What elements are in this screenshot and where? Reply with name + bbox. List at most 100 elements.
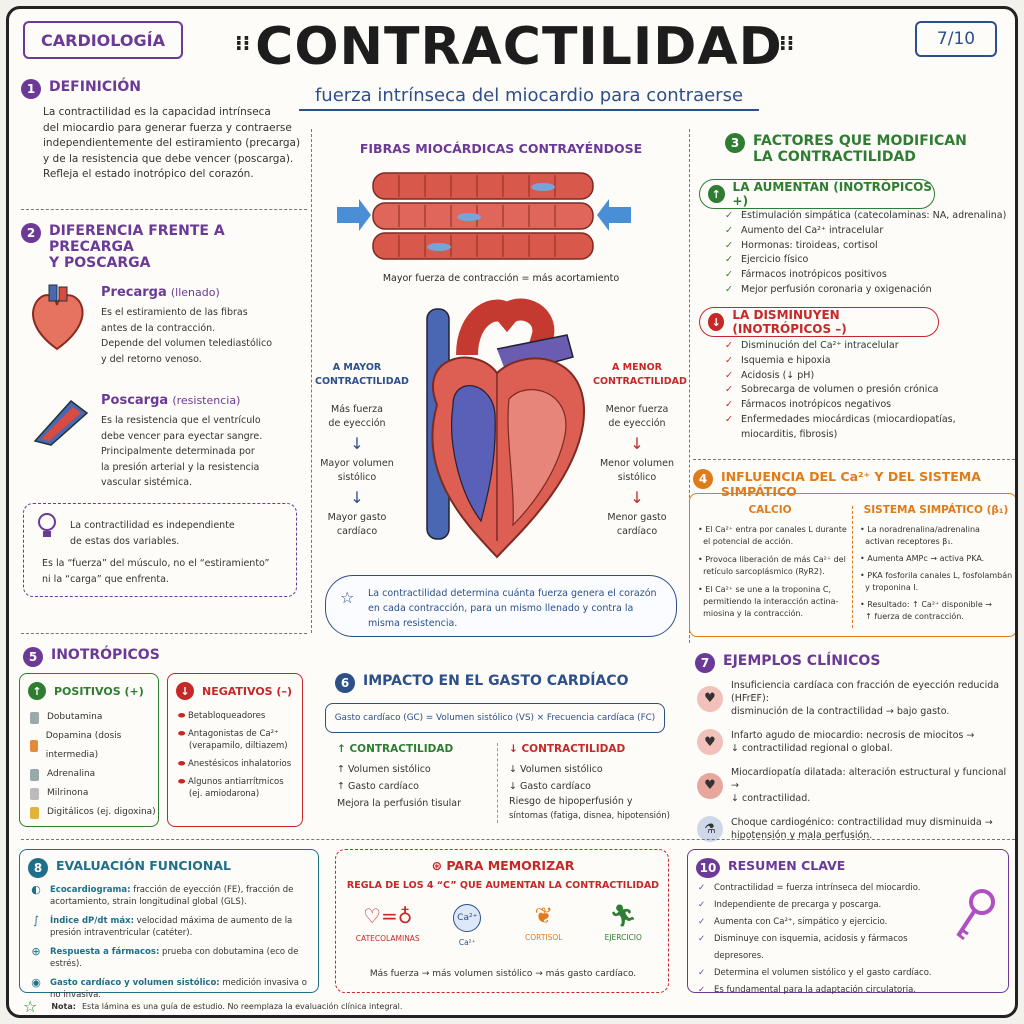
gasto-up-column: ↑ CONTRACTILIDAD ↑ Volumen sistólico↑ Ga… — [337, 743, 462, 809]
section-title: DEFINICIÓN — [49, 79, 141, 95]
pill-icon: ⬬ — [178, 711, 186, 721]
arrow-up-icon: ↑ — [28, 682, 46, 700]
myocardial-fibers-illustration — [337, 172, 631, 260]
decrease-factors-label: ↓LA DISMINUYEN (INOTRÓPICOS –) — [699, 307, 939, 337]
adrenal-icon: ♡=♁ — [363, 904, 413, 928]
text-line: Depende del volumen telediastólico — [101, 338, 273, 349]
summary-list: Contractilidad = fuerza intrínseca del m… — [698, 880, 948, 999]
positive-inotropes-list: Dobutamina Dopamina (dosis intermedia) A… — [30, 708, 158, 822]
decrease-factors-list: Disminución del Ca²⁺ intracelularIsquemi… — [725, 339, 1015, 443]
section-number: 1 — [21, 79, 41, 99]
text-line: Principalmente determinada por — [101, 446, 255, 457]
fibers-title: FIBRAS MIOCÁRDICAS CONTRAYÉNDOSE — [359, 141, 643, 156]
text-line: Es el estiramiento de las fibras — [101, 307, 248, 318]
heart-icon: ♥ — [697, 729, 723, 755]
pill-icon: ⬬ — [178, 777, 186, 787]
heart-icon — [32, 284, 84, 351]
pill-icon: ⬬ — [178, 759, 186, 769]
text-line: ni la “carga” que enfrenta. — [42, 574, 169, 585]
gasto-down-column: ↓ CONTRACTILIDAD ↓ Volumen sistólico↓ Ga… — [509, 743, 670, 821]
brain-icon: ⊛ — [431, 858, 443, 873]
page-title: CONTRACTILIDAD — [255, 17, 783, 77]
text-line: la presión arterial y la resistencia — [101, 461, 260, 473]
divider — [852, 506, 853, 628]
calcio-title: CALCIO — [748, 504, 792, 516]
pill-icon: ⬬ — [178, 729, 186, 739]
arrow-down-icon: ↓ — [708, 313, 725, 331]
text-line: del miocardio para generar fuerza y cont… — [43, 121, 292, 134]
text-line: de estas dos variables. — [70, 536, 180, 547]
star-icon: ☆ — [23, 997, 38, 1016]
divider — [311, 129, 312, 633]
text-line: antes de la contracción. — [101, 322, 216, 334]
poscarga-title: Poscarga — [101, 393, 169, 408]
text-line: Refleja el estado inotrópico del corazón… — [43, 168, 254, 180]
text-line: vascular sistémica. — [101, 477, 193, 488]
text-line: y de la resistencia que debe vencer (pos… — [43, 152, 294, 165]
arrow-down-icon: ↓ — [350, 488, 364, 507]
calcium-icon: Ca²⁺ — [453, 904, 482, 932]
increase-factors-label: ↑LA AUMENTAN (INOTRÓPICOS +) — [699, 179, 935, 209]
thyroid-icon: ❦ — [534, 904, 553, 929]
text-line: La contractilidad es independiente — [70, 520, 235, 531]
simpatico-title: SISTEMA SIMPÁTICO (β₁) — [863, 504, 1009, 516]
category-tag: CARDIOLOGÍA — [23, 21, 183, 59]
divider — [21, 839, 1015, 840]
syringe-icon: ⊕ — [31, 945, 41, 958]
page-indicator: 7/10 — [915, 21, 997, 57]
text-line: debe vencer para eyectar sangre. — [101, 430, 263, 442]
formula-box: Gasto cardíaco (GC) = Volumen sistólico … — [325, 703, 665, 733]
increase-factors-list: Estimulación simpática (catecolaminas: N… — [725, 209, 1015, 298]
arrow-down-icon: ↓ — [630, 488, 644, 507]
section-number: 2 — [21, 223, 41, 243]
key-concept-cloud: ☆ La contractilidad determina cuánta fue… — [325, 575, 677, 637]
study-sheet: CARDIOLOGÍA ⁝⁝ CONTRACTILIDAD ⁝⁝ fuerza … — [6, 6, 1018, 1018]
text-line: y del retorno venoso. — [101, 353, 202, 365]
star-icon: ☆ — [340, 588, 355, 607]
arrow-up-icon: ↑ — [708, 185, 725, 203]
runner-icon: 🏃︎ — [609, 904, 638, 929]
four-c-row: ♡=♁CATECOLAMINAS Ca²⁺Ca²⁺ ❦CORTISOL 🏃︎EJ… — [344, 904, 662, 947]
poscarga-block: Poscarga (resistencia) Es la resistencia… — [101, 393, 311, 491]
arrow-down-icon: ↓ — [176, 682, 194, 700]
negative-inotropes-box: ↓NEGATIVOS (–) ⬬ Betabloqueadores ⬬ Anta… — [167, 673, 303, 827]
simpatico-list: • La noradrenalina/adrenalina activan re… — [860, 525, 1013, 621]
ultrasound-icon: ◐ — [31, 883, 41, 896]
positive-inotropes-box: ↑POSITIVOS (+) Dobutamina Dopamina (dosi… — [19, 673, 159, 827]
heart-icon: ♥ — [697, 772, 723, 799]
artery-icon — [33, 399, 89, 446]
calcio-list: • El Ca²⁺ entra por canales L durante el… — [698, 525, 847, 618]
catheter-icon: ∫ — [33, 914, 39, 927]
negative-inotropes-list: ⬬ Betabloqueadores ⬬ Antagonistas de Ca²… — [178, 711, 292, 799]
text-line: Es la “fuerza” del músculo, no el “estir… — [42, 558, 270, 569]
text-line: independientemente del estiramiento (pre… — [43, 137, 301, 149]
divider — [689, 129, 690, 643]
vial-icon: ⚗ — [697, 816, 723, 842]
divider — [21, 209, 307, 210]
burst-left-icon: ⁝⁝ — [235, 31, 251, 55]
text-line: La contractilidad es la capacidad intrín… — [43, 106, 271, 118]
precarga-title: Precarga — [101, 285, 167, 300]
key-icon — [956, 889, 995, 941]
heart-illustration — [426, 298, 586, 559]
footer-note: ☆ Nota:Esta lámina es una guía de estudi… — [23, 997, 403, 1016]
page-subtitle: fuerza intrínseca del miocardio para con… — [299, 85, 759, 111]
evaluation-list: ◐Ecocardiograma: fracción de eyección (F… — [28, 884, 314, 1008]
memorize-box: ⊛ PARA MEMORIZAR REGLA DE LOS 4 “C” QUE … — [335, 849, 669, 993]
calcio-simpatico-box: CALCIO • El Ca²⁺ entra por canales L dur… — [689, 493, 1015, 637]
section-definicion: 1 DEFINICIÓN La contractilidad es la capa… — [21, 79, 301, 183]
lightbulb-icon — [38, 513, 56, 537]
arrow-down-icon: ↓ — [350, 434, 364, 453]
gauge-icon: ◉ — [31, 976, 41, 989]
poscarga-tag: (resistencia) — [172, 394, 241, 407]
